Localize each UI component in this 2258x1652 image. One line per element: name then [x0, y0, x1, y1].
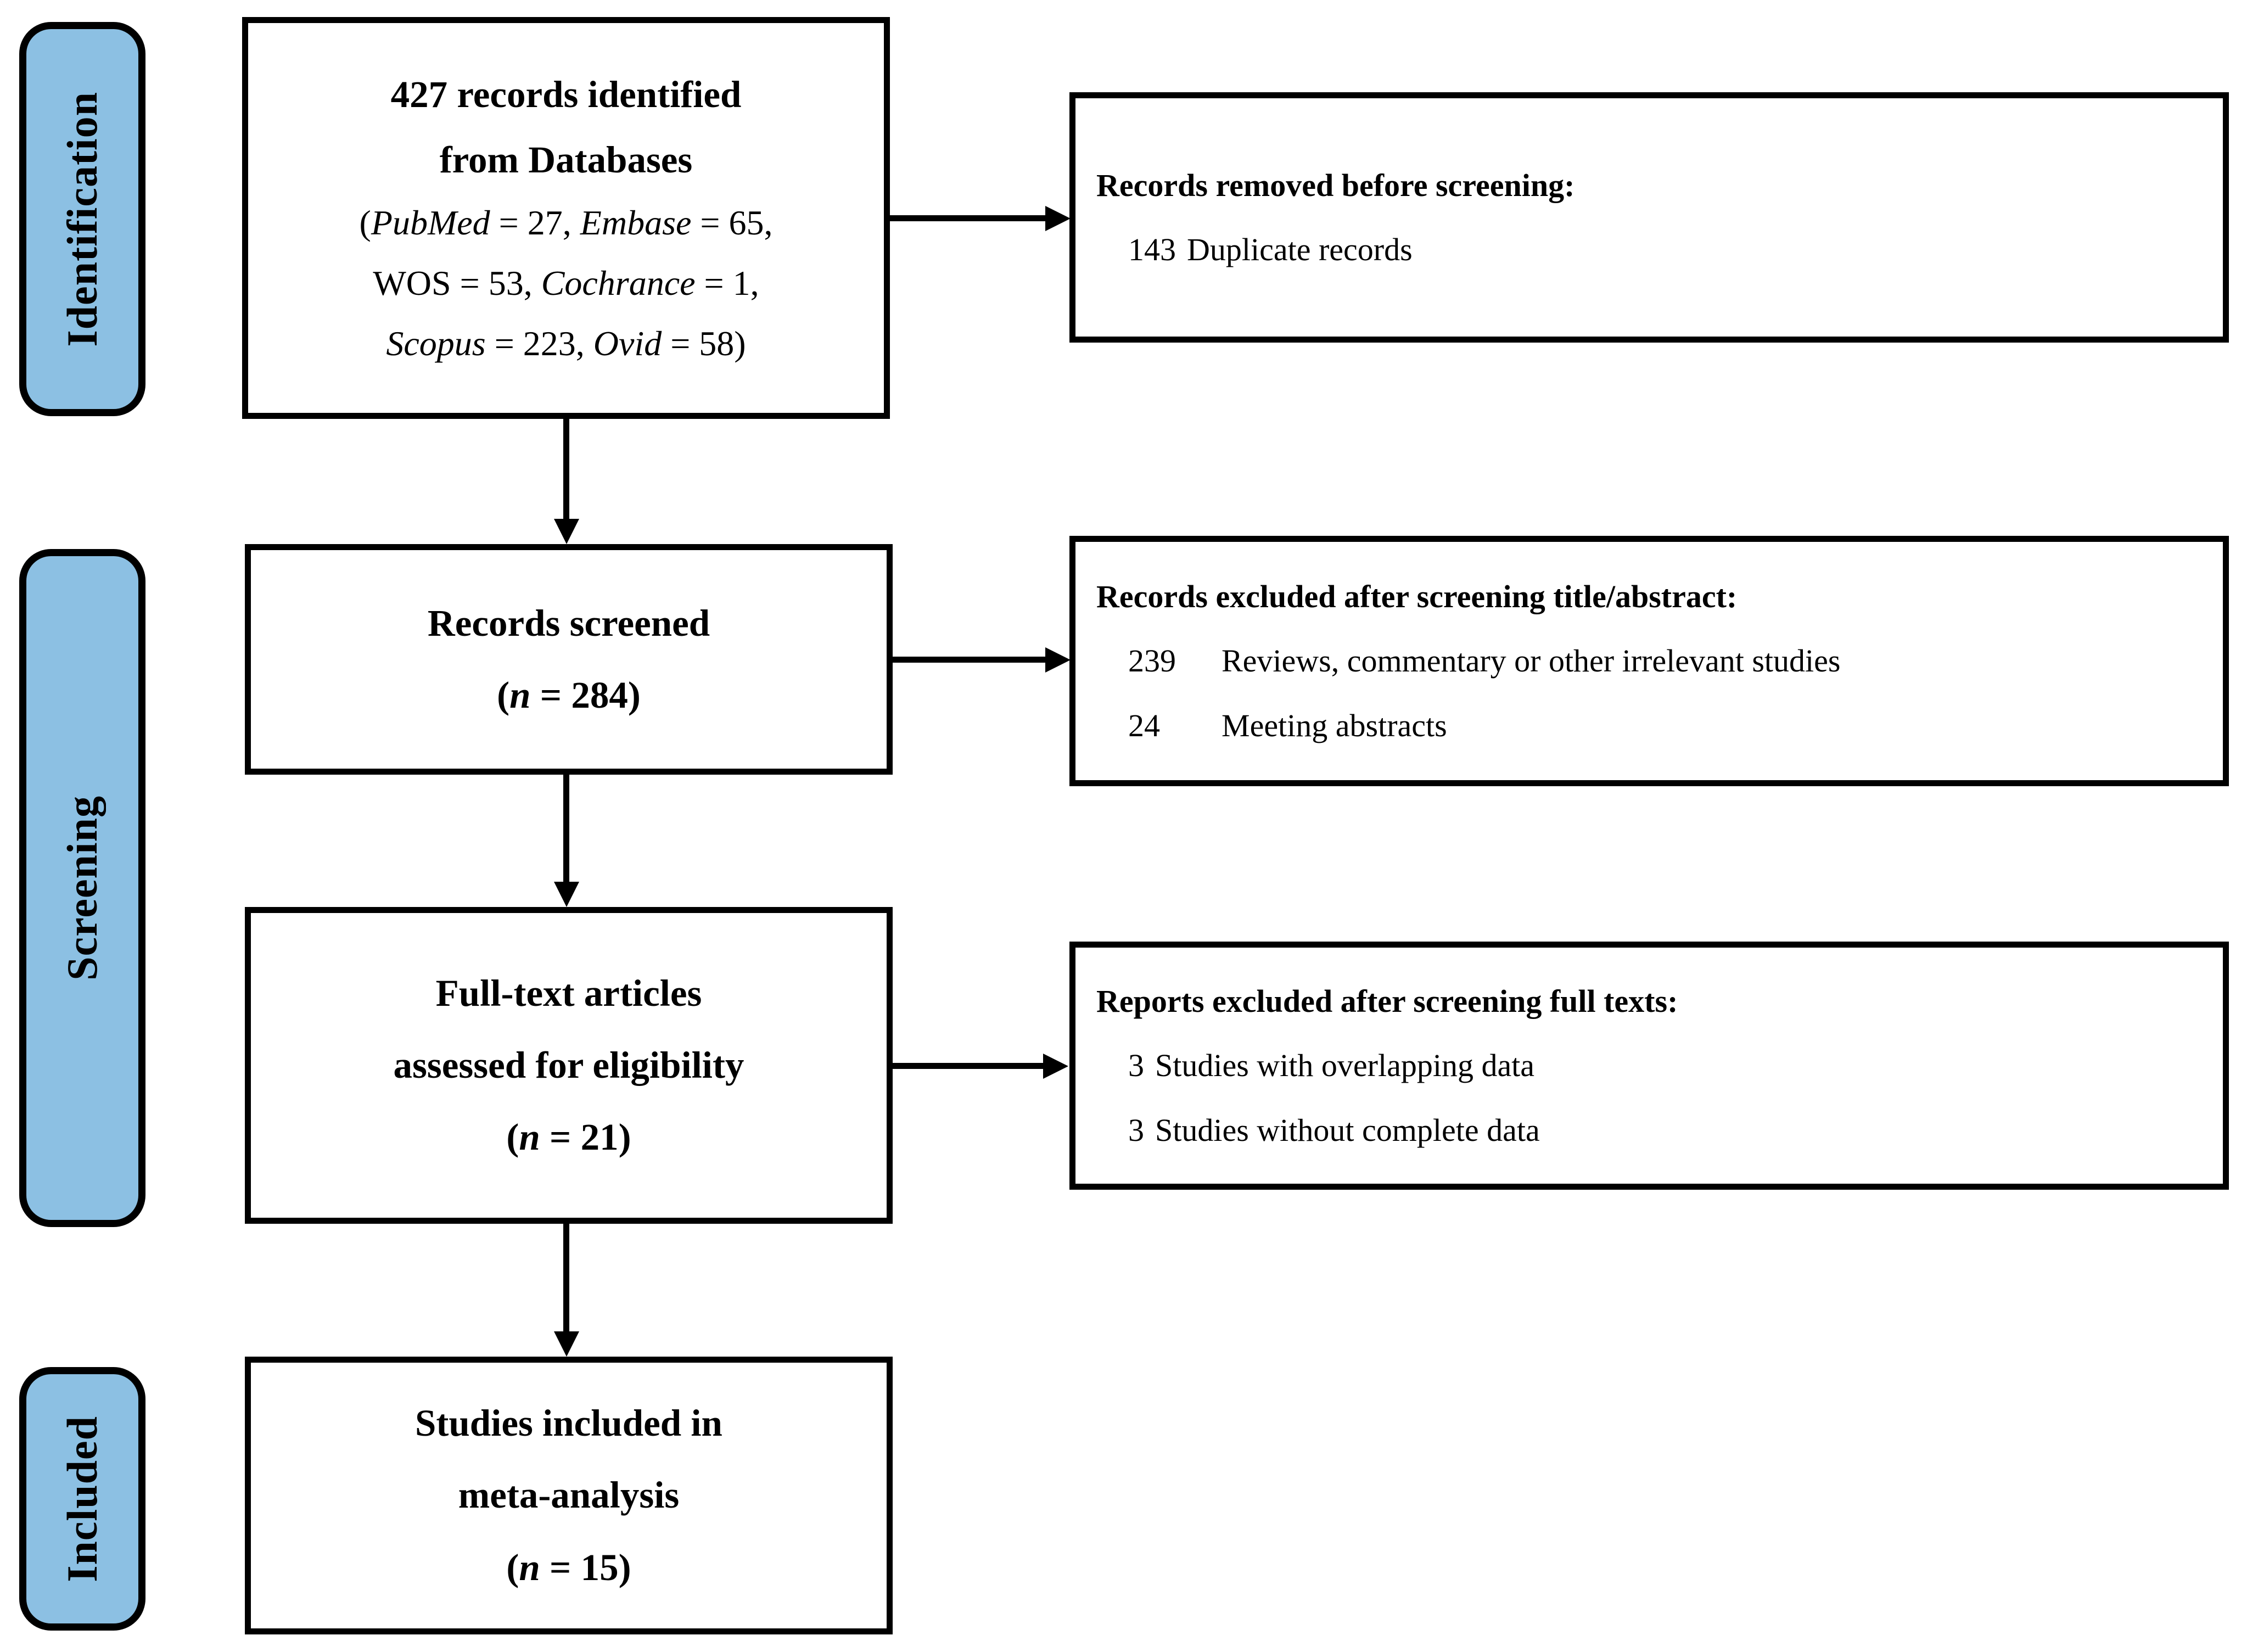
stage-label-screening: Screening [19, 549, 145, 1227]
exclusion-item: 3 Studies with overlapping data [1075, 1033, 2223, 1097]
box-excluded-full-text: Reports excluded after screening full te… [1069, 942, 2229, 1190]
arrow-shaft [890, 215, 1045, 221]
exclusion-text: Studies with overlapping data [1155, 1048, 1535, 1084]
text-run: = 21) [540, 1116, 631, 1158]
studies-included-count: (n = 15) [506, 1532, 631, 1604]
box-excluded-title-abstract: Records excluded after screening title/a… [1069, 536, 2229, 786]
exclusion-count: 3 [1128, 1112, 1144, 1148]
box-removed-before-screening: Records removed before screening: 143 Dup… [1069, 92, 2229, 343]
studies-included-title-line1: Studies included in [415, 1402, 722, 1444]
box-records-identified: 427 records identified from Databases (P… [242, 17, 890, 419]
exclusion-text: Reviews, commentary or other irrelevant … [1222, 643, 1841, 679]
records-screened-title: Records screened [427, 602, 710, 644]
text-run: ( [359, 203, 371, 242]
text-run: = 65, [691, 203, 773, 242]
records-identified-sources-line1: (PubMed = 27, Embase = 65, [360, 193, 773, 253]
stage-label-identification: Identification [19, 22, 145, 416]
arrow-shaft [563, 1224, 569, 1331]
text-run: = 1, [695, 263, 759, 303]
arrow-head [1045, 206, 1071, 231]
text-run: = 27, [490, 203, 580, 242]
text-run: ( [506, 1546, 519, 1588]
text-run: Scopus [386, 323, 486, 363]
arrow-down-icon [554, 775, 579, 907]
arrow-right-icon [890, 206, 1071, 231]
exclusion-count: 239 [1128, 643, 1176, 679]
text-run: WOS = 53, [373, 263, 541, 303]
text-run: = 284) [530, 674, 641, 716]
arrow-head [554, 1331, 579, 1357]
box-records-screened: Records screened (n = 284) [245, 544, 893, 775]
text-run: Ovid [593, 323, 662, 363]
exclusion-item: 143 Duplicate records [1075, 217, 2223, 282]
removed-before-screening-heading: Records removed before screening: [1096, 167, 1575, 203]
text-run: n [519, 1546, 540, 1588]
fulltext-title-line2: assessed for eligibility [393, 1044, 744, 1086]
exclusion-item: 24 Meeting abstracts [1075, 693, 2223, 758]
text-run: n [509, 674, 531, 716]
text-run: n [519, 1116, 540, 1158]
stage-label-included-text: Included [58, 1415, 106, 1582]
records-identified-sources-line3: Scopus = 223, Ovid = 58) [386, 313, 746, 374]
arrow-shaft [893, 1063, 1043, 1069]
arrow-shaft [563, 419, 569, 519]
excluded-title-abstract-heading: Records excluded after screening title/a… [1096, 579, 1738, 615]
stage-label-included: Included [19, 1367, 145, 1631]
text-run: Embase [580, 203, 692, 242]
exclusion-item: 239 Reviews, commentary or other irreleva… [1075, 629, 2223, 693]
studies-included-title-line2: meta-analysis [458, 1474, 680, 1516]
text-run: Cochrance [541, 263, 696, 303]
arrow-head [1043, 1054, 1068, 1079]
arrow-right-icon [893, 1054, 1068, 1079]
records-screened-count: (n = 284) [497, 659, 641, 731]
stage-label-identification-text: Identification [58, 91, 106, 347]
arrow-shaft [893, 657, 1045, 663]
text-run: ( [506, 1116, 519, 1158]
exclusion-count: 24 [1128, 707, 1160, 743]
text-run: PubMed [371, 203, 490, 242]
box-studies-included: Studies included in meta-analysis (n = 1… [245, 1357, 893, 1634]
arrow-right-icon [893, 647, 1071, 673]
arrow-head [554, 519, 579, 544]
text-run: ( [497, 674, 510, 716]
exclusion-text: Studies without complete data [1155, 1112, 1540, 1148]
records-identified-title-line2: from Databases [439, 138, 693, 181]
exclusion-count: 143 [1128, 232, 1176, 267]
exclusion-item: 3 Studies without complete data [1075, 1098, 2223, 1162]
records-identified-title-line1: 427 records identified [390, 74, 742, 116]
arrow-down-icon [554, 419, 579, 544]
text-run: = 15) [540, 1546, 631, 1588]
arrow-shaft [563, 775, 569, 882]
arrow-head [1045, 647, 1071, 673]
exclusion-text: Duplicate records [1187, 232, 1413, 267]
fulltext-count: (n = 21) [506, 1101, 631, 1173]
exclusion-count: 3 [1128, 1048, 1144, 1084]
stage-label-screening-text: Screening [58, 796, 106, 981]
excluded-full-text-heading: Reports excluded after screening full te… [1096, 983, 1678, 1020]
box-fulltext-assessed: Full-text articles assessed for eligibil… [245, 907, 893, 1224]
text-run: = 58) [662, 323, 746, 363]
arrow-head [554, 882, 579, 907]
arrow-down-icon [554, 1224, 579, 1357]
fulltext-title-line1: Full-text articles [435, 972, 702, 1014]
records-identified-sources-line2: WOS = 53, Cochrance = 1, [373, 253, 759, 313]
text-run: = 223, [485, 323, 593, 363]
exclusion-text: Meeting abstracts [1222, 707, 1447, 743]
